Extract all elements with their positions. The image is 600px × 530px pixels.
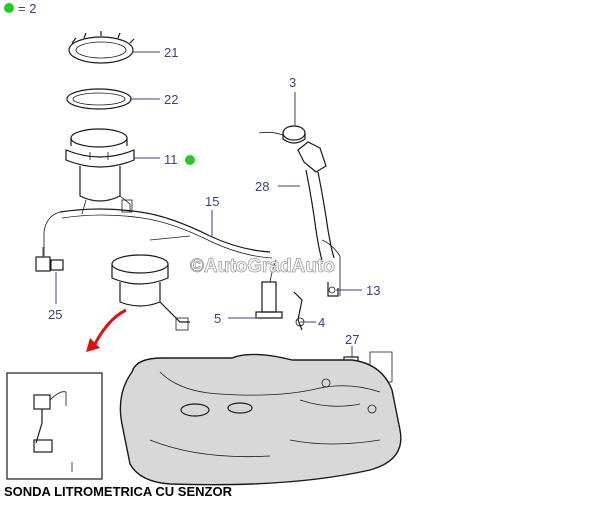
callout-4: 4 <box>318 315 325 330</box>
callout-13: 13 <box>366 283 380 298</box>
inset-frame <box>6 372 103 480</box>
callout-25: 25 <box>48 307 62 322</box>
seal-ring <box>66 88 132 110</box>
lock-ring <box>68 31 135 64</box>
pointer-arrow-head <box>86 338 100 352</box>
callout-3: 3 <box>289 75 296 90</box>
vent-hoses <box>255 259 305 331</box>
mount-bracket <box>327 282 339 297</box>
fuel-tank <box>119 353 402 486</box>
leader-lines <box>55 51 362 472</box>
callout-21: 21 <box>164 45 178 60</box>
fuel-pump-assembly <box>65 128 135 215</box>
electrical-connector <box>35 247 64 272</box>
callout-15: 15 <box>205 194 219 209</box>
watermark: ©AutoGradAuto <box>190 256 335 277</box>
green-marker <box>185 155 195 165</box>
callout-27: 27 <box>345 332 359 347</box>
pump-module-lower <box>111 254 190 331</box>
caption: SONDA LITROMETRICA CU SENZOR <box>4 484 233 499</box>
callout-28: 28 <box>255 179 269 194</box>
filler-cap <box>258 125 306 144</box>
pointer-arrow <box>90 308 127 351</box>
fuel-lines <box>43 208 273 259</box>
legend-text: = 2 <box>18 1 36 16</box>
callout-5: 5 <box>214 311 221 326</box>
callout-22: 22 <box>164 92 178 107</box>
filler-neck <box>297 141 341 296</box>
callout-11: 11 <box>164 152 178 167</box>
level-sensor <box>33 391 67 453</box>
legend-marker <box>4 3 14 13</box>
